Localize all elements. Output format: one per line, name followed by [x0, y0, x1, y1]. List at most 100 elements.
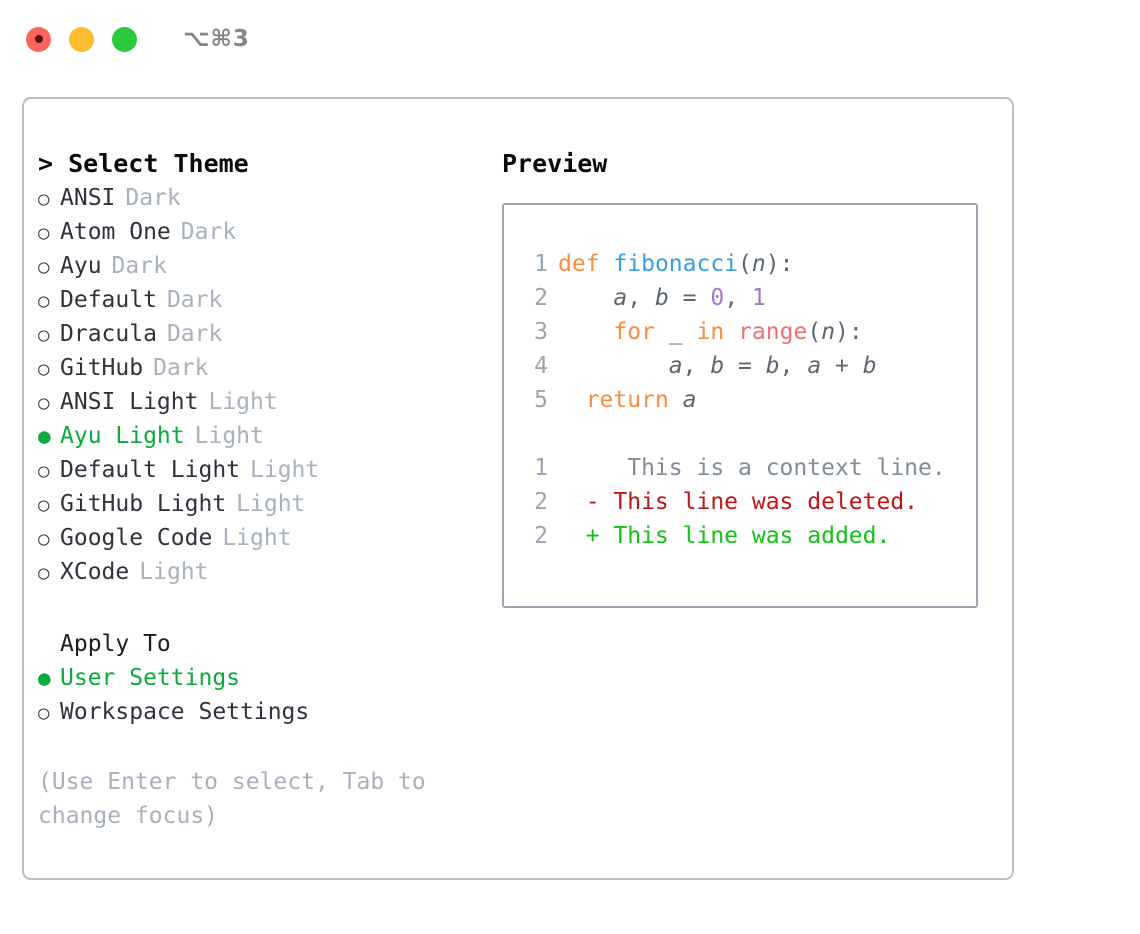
diff-sample: 1 This is a context line.2 - This line w… — [518, 451, 976, 553]
token-kw: def — [558, 251, 600, 277]
preview-title: Preview — [502, 149, 608, 178]
token-var: b — [710, 353, 725, 379]
theme-option-label: GitHub Light — [60, 491, 227, 517]
line-number: 5 — [534, 387, 548, 413]
apply-to-list[interactable]: ●User Settings○Workspace Settings — [38, 661, 488, 729]
line-number: 1 — [534, 251, 548, 277]
radio-unselected-icon: ○ — [38, 494, 50, 516]
token-plain — [558, 353, 669, 379]
code-text: a, b = 0, 1 — [558, 281, 766, 315]
radio-unselected-icon: ○ — [38, 392, 50, 414]
token-punct: = — [668, 285, 711, 311]
token-punct: + — [821, 353, 863, 379]
code-line: 1 def fibonacci(n): — [518, 247, 976, 281]
token-plain — [655, 319, 669, 345]
apply-to-option-workspace-settings[interactable]: ○Workspace Settings — [38, 695, 488, 729]
theme-variant-label: Light — [208, 389, 278, 415]
keyboard-hint-text: (Use Enter to select, Tab to change focu… — [38, 769, 440, 829]
radio-unselected-icon: ○ — [38, 528, 50, 550]
code-text: return a — [558, 383, 697, 417]
line-number: 4 — [534, 353, 548, 379]
theme-variant-label: Dark — [166, 287, 223, 313]
theme-variant-label: Dark — [166, 321, 223, 347]
token-punct: ): — [835, 319, 863, 345]
radio-unselected-icon: ○ — [38, 702, 50, 724]
radio-selected-icon: ● — [38, 666, 51, 690]
token-fn: fibonacci — [613, 251, 739, 277]
theme-option-label: Ayu Light — [60, 423, 185, 449]
token-punct: ( — [738, 251, 752, 277]
title-bar: ⌥⌘3 — [0, 0, 1140, 78]
theme-option-default[interactable]: ○ Default Dark — [38, 283, 488, 317]
token-num: 1 — [751, 285, 766, 311]
theme-variant-label: Light — [139, 559, 209, 585]
line-number: 2 — [534, 489, 548, 515]
token-var: a — [668, 353, 683, 379]
theme-option-label: Default Light — [60, 457, 241, 483]
token-var: b — [654, 285, 669, 311]
code-text: def fibonacci(n): — [558, 247, 793, 281]
token-plain — [683, 319, 697, 345]
theme-option-label: Google Code — [60, 525, 213, 551]
diff-text: + This line was added. — [558, 523, 891, 549]
radio-unselected-icon: ○ — [38, 222, 50, 244]
token-kw: in — [696, 319, 725, 345]
token-var: b — [862, 353, 877, 379]
code-line: 4 a, b = b, a + b — [518, 349, 976, 383]
token-var: n — [821, 319, 836, 345]
radio-unselected-icon: ○ — [38, 324, 50, 346]
token-punct: ( — [807, 319, 822, 345]
theme-option-label: ANSI — [60, 185, 116, 211]
token-plain — [724, 319, 738, 345]
apply-to-option-user-settings[interactable]: ●User Settings — [38, 661, 488, 695]
zoom-button-icon[interactable] — [112, 26, 137, 52]
theme-option-label: GitHub — [60, 355, 144, 381]
diff-line-add: 2 + This line was added. — [518, 519, 976, 553]
theme-option-label: ANSI Light — [60, 389, 199, 415]
spacer — [38, 589, 488, 627]
token-var: _ — [668, 319, 683, 345]
token-plain — [669, 387, 683, 413]
token-kw: for — [613, 319, 655, 345]
theme-option-label: Atom One — [60, 219, 171, 245]
line-number: 2 — [534, 523, 548, 549]
code-line: 3 for _ in range(n): — [518, 315, 976, 349]
radio-unselected-icon: ○ — [38, 256, 50, 278]
theme-option-label: Dracula — [60, 321, 157, 347]
token-punct: = — [724, 353, 766, 379]
code-line: 2 a, b = 0, 1 — [518, 281, 976, 315]
spacer — [518, 417, 976, 451]
page-title: > Select Theme — [38, 149, 249, 178]
radio-unselected-icon: ○ — [38, 188, 50, 210]
radio-unselected-icon: ○ — [38, 290, 50, 312]
radio-unselected-icon: ○ — [38, 460, 50, 482]
token-punct: , — [682, 353, 711, 379]
token-var: b — [765, 353, 780, 379]
theme-variant-label: Dark — [111, 253, 167, 279]
radio-unselected-icon: ○ — [38, 562, 50, 584]
minimize-button-icon[interactable] — [69, 26, 94, 52]
token-var: a — [613, 285, 628, 311]
code-text: a, b = b, a + b — [558, 349, 877, 383]
theme-option-ansi-light[interactable]: ○ ANSI Light Light — [38, 385, 488, 419]
close-button-icon[interactable] — [26, 26, 51, 52]
keyboard-shortcut-label: ⌥⌘3 — [183, 26, 250, 52]
token-kw: return — [585, 387, 669, 413]
code-text: for _ in range(n): — [558, 315, 863, 349]
theme-option-dracula[interactable]: ○ Dracula Dark — [38, 317, 488, 351]
theme-option-label: Default — [60, 287, 157, 313]
